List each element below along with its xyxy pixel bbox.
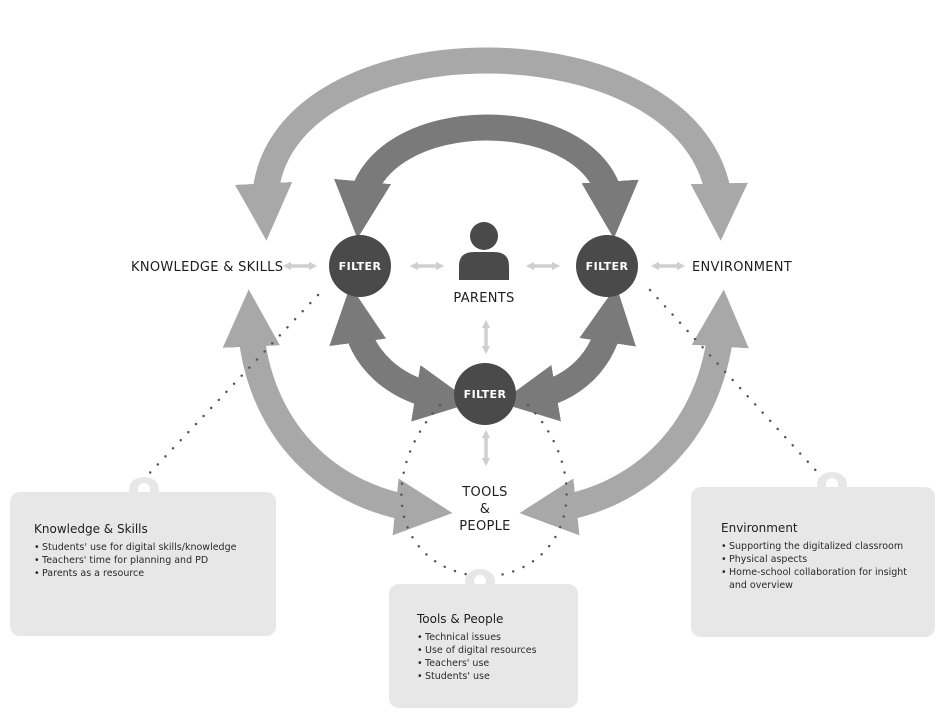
environment-box-title: Environment xyxy=(721,521,798,535)
filter-node-bottom: FILTER xyxy=(454,363,516,425)
filter-node-left: FILTER xyxy=(329,235,391,297)
filter-label: FILTER xyxy=(586,260,629,273)
list-item: Students' use xyxy=(417,670,568,683)
tools-label-line1: TOOLS xyxy=(461,485,507,500)
list-item: Technical issues xyxy=(417,631,568,644)
person-icon xyxy=(459,222,509,280)
tools-box-title: Tools & People xyxy=(417,612,504,626)
knowledge-skills-box: Knowledge & Skills Students' use for dig… xyxy=(10,492,276,636)
knowledge-box-title: Knowledge & Skills xyxy=(34,522,148,536)
dotted-connector-tools xyxy=(400,403,568,577)
outer-arrow-right xyxy=(519,289,749,536)
tools-label-line3: PEOPLE xyxy=(459,519,510,534)
tools-box-list: Technical issues Use of digital resource… xyxy=(417,631,568,683)
outer-arrow-left xyxy=(222,289,453,536)
list-item: Use of digital resources xyxy=(417,644,568,657)
list-item: Parents as a resource xyxy=(34,567,262,580)
list-item: Students' use for digital skills/knowled… xyxy=(34,541,262,554)
tools-people-box: Tools & People Technical issues Use of d… xyxy=(389,584,578,708)
tools-label-line2: & xyxy=(480,502,490,517)
list-item: Teachers' use xyxy=(417,657,568,670)
knowledge-skills-label: KNOWLEDGE & SKILLS xyxy=(131,260,283,275)
inner-arrow-left xyxy=(329,285,473,422)
environment-box-list: Supporting the digitalized classroom Phy… xyxy=(721,540,925,592)
list-item: Teachers' time for planning and PD xyxy=(34,554,262,567)
filter-label: FILTER xyxy=(464,388,507,401)
dotted-connector-knowledge xyxy=(143,293,320,480)
environment-label: ENVIRONMENT xyxy=(692,260,792,275)
inner-arrow-right xyxy=(499,285,636,422)
parents-label: PARENTS xyxy=(453,291,514,306)
inner-arrow-top xyxy=(334,114,639,239)
filter-node-right: FILTER xyxy=(576,235,638,297)
outer-arrow-top xyxy=(235,47,748,241)
list-item: Physical aspects xyxy=(721,553,925,566)
list-item: Home-school collaboration for insight an… xyxy=(721,566,925,592)
environment-box: Environment Supporting the digitalized c… xyxy=(691,487,935,637)
list-item: Supporting the digitalized classroom xyxy=(721,540,925,553)
filter-label: FILTER xyxy=(339,260,382,273)
knowledge-box-list: Students' use for digital skills/knowled… xyxy=(34,541,262,580)
